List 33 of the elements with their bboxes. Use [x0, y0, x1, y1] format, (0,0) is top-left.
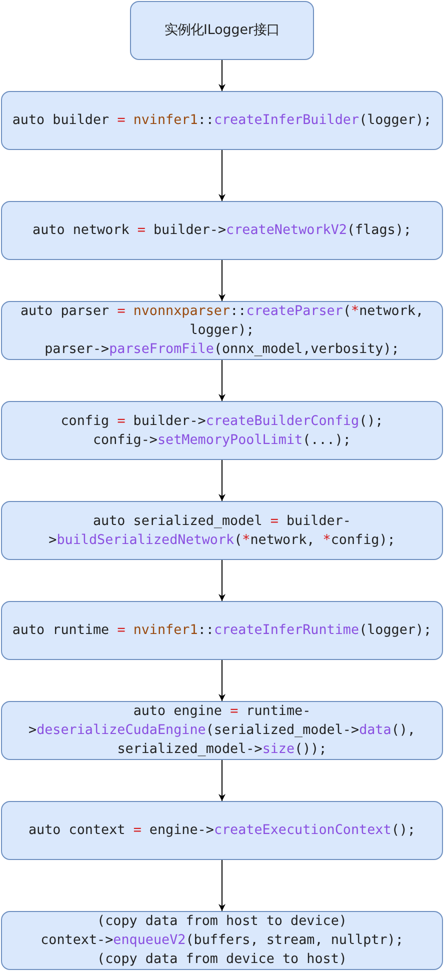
- code-text: auto runtime = nvinfer1::createInferRuntime(logger);: [12, 622, 432, 640]
- code-text: config = builder->createBuilderConfig();: [60, 412, 384, 430]
- code-text: auto serialized_model = builder->buildSerializedNetwork(*network, *config);: [48, 512, 396, 550]
- arrow: [218, 60, 226, 92]
- arrow: [218, 860, 226, 912]
- arrow: [218, 560, 226, 602]
- code-text: auto parser = nvonnxparser::createParser(*network, logger);: [19, 303, 425, 340]
- process-box: [1, 911, 443, 970]
- code-text: auto context = engine->createExecutionContext();: [28, 822, 416, 840]
- code-text: (copy data from host to device): [97, 913, 347, 931]
- process-box: [1, 301, 443, 360]
- code-text: (copy data from device to host): [97, 951, 347, 969]
- code-text: auto network = builder->createNetworkV2(flags);: [32, 222, 412, 240]
- arrow: [218, 760, 226, 802]
- process-box: [1, 601, 443, 660]
- arrow: [218, 260, 226, 302]
- process-box: [1, 801, 443, 860]
- process-box: [1, 401, 443, 460]
- arrow: [218, 150, 226, 202]
- arrow: [218, 660, 226, 702]
- process-box: [130, 1, 314, 60]
- code-text: auto builder = nvinfer1::createInferBuilder(logger);: [12, 112, 432, 130]
- code-text: parser->parseFromFile(onnx_model,verbosity);: [44, 341, 400, 359]
- code-text: context->enqueueV2(buffers, stream, nullptr);: [40, 932, 404, 950]
- code-text: 实例化ILogger接口: [164, 22, 280, 40]
- arrow: [218, 460, 226, 502]
- process-box: [1, 701, 443, 760]
- code-text: auto engine = runtime->deserializeCudaEngine(serialized_model->data(), serialized_model->size());: [28, 703, 416, 759]
- process-box: [1, 501, 443, 560]
- process-box: [1, 91, 443, 150]
- process-box: [1, 201, 443, 260]
- arrow: [218, 360, 226, 402]
- code-text: config->setMemoryPoolLimit(...);: [93, 432, 351, 450]
